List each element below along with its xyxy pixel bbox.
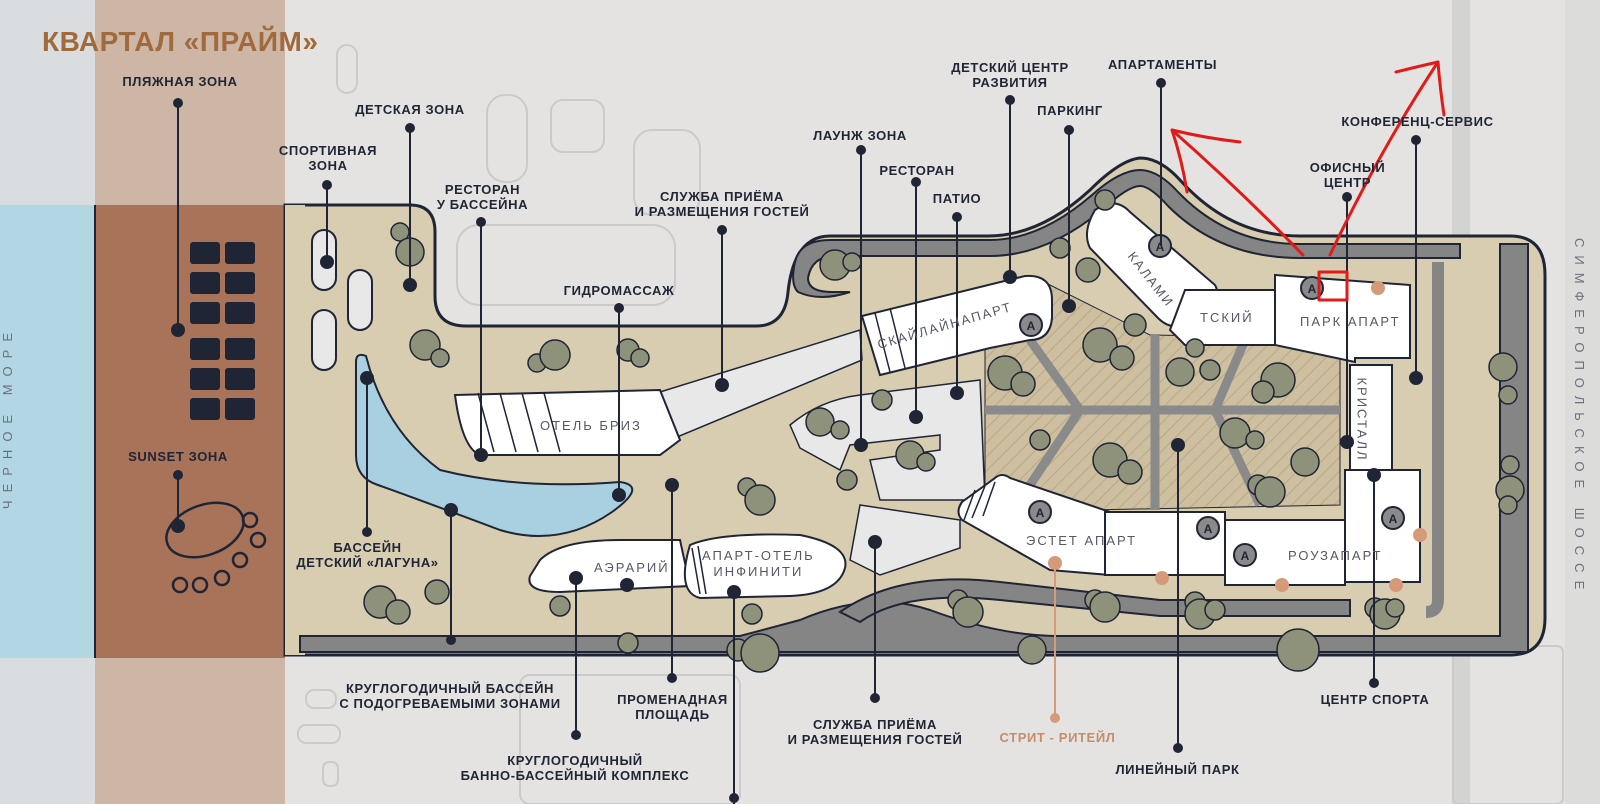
label-sunset-zone: SUNSET ЗОНА [128,449,228,464]
label-yearround-pool: КРУГЛОГОДИЧНЫЙ БАССЕЙН С ПОДОГРЕВАЕМЫМИ … [339,681,561,711]
label-reception-bottom: СЛУЖБА ПРИЁМА И РАЗМЕЩЕНИЯ ГОСТЕЙ [787,717,963,747]
building-sport-center [1344,469,1421,583]
apartment-marker-text: A [1204,522,1213,536]
site-west-strip [285,205,305,655]
beach-area [95,205,285,658]
building-label-infiniti: АПАРТ-ОТЕЛЬ ИНФИНИТИ [702,548,815,579]
label-reception-top: СЛУЖБА ПРИЁМА И РАЗМЕЩЕНИЯ ГОСТЕЙ [634,189,810,219]
perimeter-road [299,243,1529,653]
sunbed-icon [190,338,255,360]
apartment-marker-icon: A [1019,313,1043,337]
plazas [659,329,986,576]
apartment-markers: A A A A A A A [1019,234,1405,567]
label-promenade: ПРОМЕНАДНАЯ ПЛОЩАДЬ [617,692,728,722]
trees [363,189,1525,673]
apartment-marker-icon: A [1196,516,1220,540]
label-linear-park: ЛИНЕЙНЫЙ ПАРК [1115,762,1240,777]
arrow-right [1328,60,1440,257]
apartment-marker-text: A [1241,549,1250,563]
apartment-marker-text: A [1308,282,1317,296]
building-tsky [1168,289,1276,346]
page-title: КВАРТАЛ «ПРАЙМ» [42,26,319,57]
highway-edge [1565,0,1600,804]
apartment-marker-icon: A [1233,543,1257,567]
sunbed-icon [190,398,255,420]
building-label-park-apart: ПАРК АПАРТ [1300,314,1401,329]
label-office-center: ОФИСНЫЙ ЦЕНТР [1309,160,1386,190]
building-label-breeze: ОТЕЛЬ БРИЗ [540,418,642,433]
building-label-tsky: ТСКИЙ [1200,310,1254,325]
label-sport-center: ЦЕНТР СПОРТА [1320,692,1430,707]
apartment-marker-icon: A [1381,506,1405,530]
building-label-estet: ЭСТЕТ АПАРТ [1026,533,1138,548]
label-patio: ПАТИО [932,191,982,206]
sunbed-icon [190,242,255,264]
sunbed-icon [190,272,255,294]
sunbeds [190,242,255,420]
east-road [1425,262,1444,618]
building-infiniti [683,533,847,600]
label-lounge: ЛАУНЖ ЗОНА [813,128,907,143]
sunbed-icon [190,302,255,324]
apartment-marker-text: A [1389,512,1398,526]
sunbed-icon [190,368,255,390]
buildings [453,202,1421,600]
leader-dots [171,78,1423,803]
label-apartments: АПАРТАМЕНТЫ [1107,57,1218,72]
label-parking: ПАРКИНГ [1037,103,1103,118]
label-bath-complex: КРУГЛОГОДИЧНЫЙ БАННО-БАССЕЙНЫЙ КОМПЛЕКС [460,753,690,783]
building-label-rouz: РОУЗАПАРТ [1288,548,1383,563]
label-kids-pool: БАССЕЙН ДЕТСКИЙ «ЛАГУНА» [296,540,439,570]
label-hydromassage: ГИДРОМАССАЖ [563,283,675,298]
arrow-left-head [1170,128,1242,194]
highway-label: СИМФЕРОПОЛЬСКОЕ ШОССЕ [1572,238,1587,598]
apartment-marker-text: A [1156,240,1165,254]
label-street-retail: СТРИТ - РИТЕЙЛ [999,730,1116,745]
building-label-aerarium: АЭРАРИЙ [594,560,670,575]
label-sport-zone: СПОРТИВНАЯ ЗОНА [278,143,378,173]
label-restaurant: РЕСТОРАН [879,163,955,178]
building-estet [957,474,1111,577]
north-road [792,168,1461,298]
sunset-zone [165,501,267,594]
label-kids-zone: ДЕТСКАЯ ЗОНА [355,102,465,117]
kids-pool-lagoon [355,353,633,537]
retail-dots [1048,281,1427,592]
building-breeze [453,388,682,456]
arrow-left [1170,128,1305,257]
annotation-arrows [1170,60,1446,302]
label-beach-zone: ПЛЯЖНАЯ ЗОНА [122,74,238,89]
label-conference: КОНФЕРЕНЦ-СЕРВИС [1341,114,1494,129]
apartment-marker-icon: A [1028,500,1052,524]
leader-dot-retail [1050,713,1060,723]
leader-lines [177,83,1417,804]
building-label-kristall: КРИСТАЛЛ [1354,377,1370,462]
sea-area [0,205,95,658]
apartment-marker-text: A [1036,506,1045,520]
beach-divider [94,205,96,658]
annotation-box [1317,270,1349,302]
building-apart [1104,511,1226,576]
sea-label: ЧЕРНОЕ МОРЕ [0,325,15,510]
label-kids-center: ДЕТСКИЙ ЦЕНТР РАЗВИТИЯ [951,60,1069,90]
arrow-right-head [1394,60,1446,117]
apartment-marker-text: A [1027,319,1036,333]
label-pool-restaurant: РЕСТОРАН У БАССЕЙНА [436,182,529,212]
